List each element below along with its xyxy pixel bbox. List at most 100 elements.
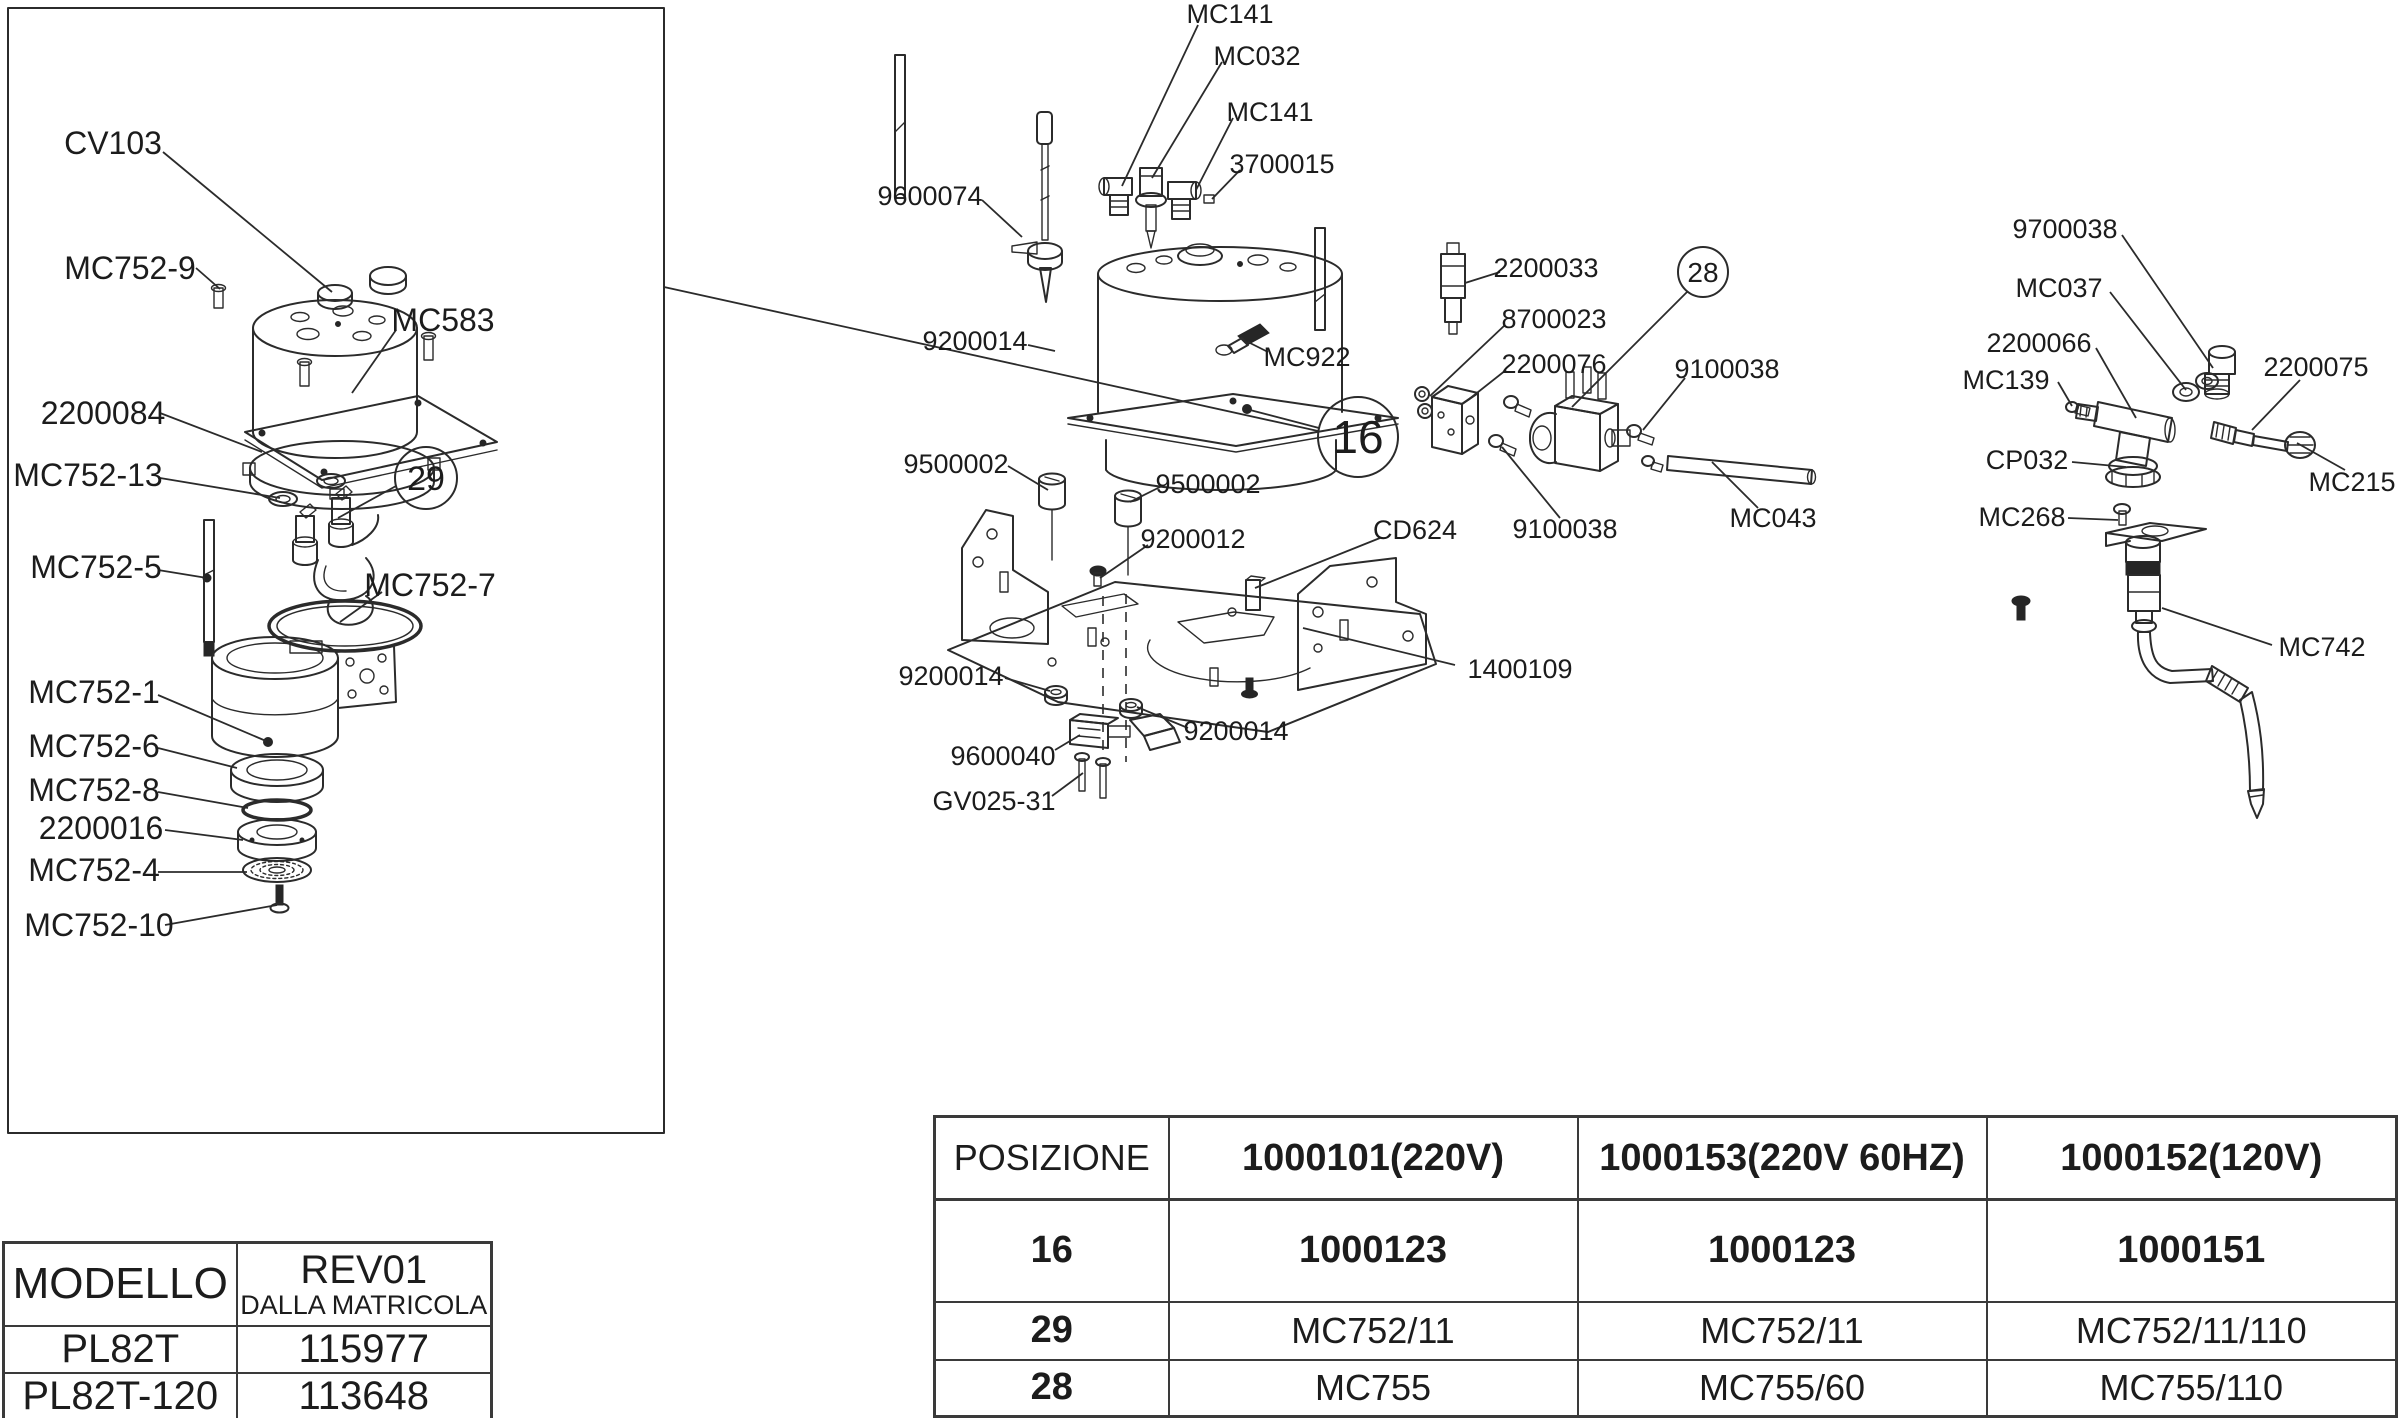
parts-table-row-29: 29 MC752/11 MC752/11 MC752/11/110 xyxy=(933,1300,2398,1361)
part-label-mc752-10: MC752-10 xyxy=(24,907,173,943)
parts-table-row-28: 28 MC755 MC755/60 MC755/110 xyxy=(933,1358,2398,1418)
part-label-2200084: 2200084 xyxy=(41,395,166,431)
callout-16-number: 16 xyxy=(1332,411,1383,463)
pos-cell: 29 xyxy=(933,1300,1170,1361)
mc752-6-ring xyxy=(230,753,324,803)
mc752-10-screw xyxy=(269,884,290,914)
part-label-2200033: 2200033 xyxy=(1493,253,1598,283)
screw-9200012 xyxy=(1089,565,1107,587)
spacer-cd624 xyxy=(1245,575,1266,611)
shower-holder-2200016 xyxy=(237,818,317,862)
part-label-mc752-13: MC752-13 xyxy=(13,457,162,493)
mc752-9-bolts xyxy=(210,283,437,387)
model-revision-table: MODELLO REV01 DALLA MATRICOLA PL82T 1159… xyxy=(2,1241,493,1418)
rod-upper-left xyxy=(894,54,906,199)
solenoid-valve xyxy=(1528,366,1631,472)
part-label-mc752-8: MC752-8 xyxy=(28,772,160,808)
boiler-cylinder xyxy=(1067,243,1399,491)
part-label-2200075: 2200075 xyxy=(2263,352,2368,382)
part-label-mc583: MC583 xyxy=(391,302,494,338)
part-label-2200066: 2200066 xyxy=(1986,328,2091,358)
part-label-mc215: MC215 xyxy=(2308,467,2395,497)
part-label-9100038-bottom: 9100038 xyxy=(1512,514,1617,544)
header-posizione: POSIZIONE xyxy=(933,1115,1170,1201)
part-cell: 1000123 xyxy=(1576,1198,1988,1303)
mc752-5-rod xyxy=(203,519,215,657)
nut-9200014-right xyxy=(1119,698,1143,719)
part-label-9200014-left: 9200014 xyxy=(898,661,1003,691)
group-boiler-top xyxy=(210,283,437,459)
header-1000152: 1000152(120V) xyxy=(1985,1115,2398,1201)
part-cell: MC752/11 xyxy=(1576,1300,1988,1361)
screw-right-small xyxy=(2011,595,2031,621)
standoff-9500002-right xyxy=(1114,489,1142,576)
callout-29-number: 29 xyxy=(407,460,445,498)
part-label-9700038: 9700038 xyxy=(2012,214,2117,244)
part-cell: 1000123 xyxy=(1167,1198,1579,1303)
parts-table-row-16: 16 1000123 1000123 1000151 xyxy=(933,1198,2398,1303)
boiler-top-fittings xyxy=(1098,167,1215,249)
base-plate-1400109 xyxy=(947,509,1437,762)
part-label-9200014-right: 9200014 xyxy=(1183,716,1288,746)
part-label-mc742: MC742 xyxy=(2278,632,2365,662)
position-parts-table: POSIZIONE 1000101(220V) 1000153(220V 60H… xyxy=(933,1115,2398,1418)
mc043-tube xyxy=(1641,455,1817,485)
rod-center xyxy=(1314,227,1326,331)
mc583-plate xyxy=(244,395,498,489)
part-label-mc922: MC922 xyxy=(1263,342,1350,372)
header-1000101: 1000101(220V) xyxy=(1167,1115,1579,1201)
model-table-row: PL82T 115977 xyxy=(2,1324,493,1374)
part-cell: MC752/11 xyxy=(1167,1300,1579,1361)
part-label-mc139: MC139 xyxy=(1962,365,2049,395)
mc037-nut xyxy=(2172,372,2219,402)
leader-lines xyxy=(157,24,2346,926)
part-label-9200014-top: 9200014 xyxy=(922,326,1027,356)
part-label-1400109: 1400109 xyxy=(1467,654,1572,684)
panel-border xyxy=(7,7,665,1134)
part-label-9500002-left: 9500002 xyxy=(903,449,1008,479)
part-label-mc752-4: MC752-4 xyxy=(28,852,160,888)
part-label-9200012: 9200012 xyxy=(1140,524,1245,554)
flange-2200084 xyxy=(242,440,441,510)
valve-block-2200076 xyxy=(1431,385,1479,455)
screw-9100038-right xyxy=(1626,424,1655,446)
part-label-mc752-1: MC752-1 xyxy=(28,674,160,710)
part-label-9500002-right: 9500002 xyxy=(1155,469,1260,499)
pos-cell: 28 xyxy=(933,1358,1170,1418)
group-head-panel xyxy=(7,7,665,1134)
part-cell: 1000151 xyxy=(1985,1198,2398,1303)
model-table-row: PL82T-120 113648 xyxy=(2,1371,493,1418)
model-cell: PL82T-120 xyxy=(2,1371,238,1418)
model-cell: PL82T xyxy=(2,1324,238,1374)
header-1000153: 1000153(220V 60HZ) xyxy=(1576,1115,1988,1201)
part-label-2200016: 2200016 xyxy=(39,810,164,846)
part-label-mc752-6: MC752-6 xyxy=(28,728,160,764)
screws-gv025-31 xyxy=(1074,752,1111,799)
tee-valve-2200066 xyxy=(2075,401,2176,488)
screw-9100038-bottom xyxy=(1488,434,1517,457)
callout-28-number: 28 xyxy=(1687,257,1718,288)
part-label-mc268: MC268 xyxy=(1978,502,2065,532)
part-label-mc141-2: MC141 xyxy=(1226,97,1313,127)
part-label-mc043: MC043 xyxy=(1729,503,1816,533)
mc922-fitting xyxy=(1215,323,1270,356)
callout-29: 29 xyxy=(337,446,458,519)
part-cell: MC755/60 xyxy=(1576,1358,1988,1418)
part-label-cv103: CV103 xyxy=(64,125,162,161)
model-table-header-rev: REV01 DALLA MATRICOLA xyxy=(235,1241,493,1327)
part-label-8700023: 8700023 xyxy=(1501,304,1606,334)
part-label-mc752-5: MC752-5 xyxy=(30,549,162,585)
parts-table-header-row: POSIZIONE 1000101(220V) 1000153(220V 60H… xyxy=(933,1115,2398,1201)
part-label-mc141-1: MC141 xyxy=(1186,0,1273,29)
nut-9200014-left xyxy=(1044,685,1068,706)
callout-28: 28 xyxy=(1571,246,1729,408)
model-table-header-modello: MODELLO xyxy=(2,1241,238,1327)
serial-cell: 115977 xyxy=(235,1324,493,1374)
part-labels: CV103 MC752-9 MC583 2200084 MC752-13 MC7… xyxy=(13,0,2395,943)
screw-9100038-left xyxy=(1503,395,1532,418)
cartridge-2200033 xyxy=(1440,242,1466,335)
part-label-9600074: 9600074 xyxy=(877,181,982,211)
shower-screen-mc752-4 xyxy=(242,857,312,883)
orings-8700023 xyxy=(1414,386,1433,419)
